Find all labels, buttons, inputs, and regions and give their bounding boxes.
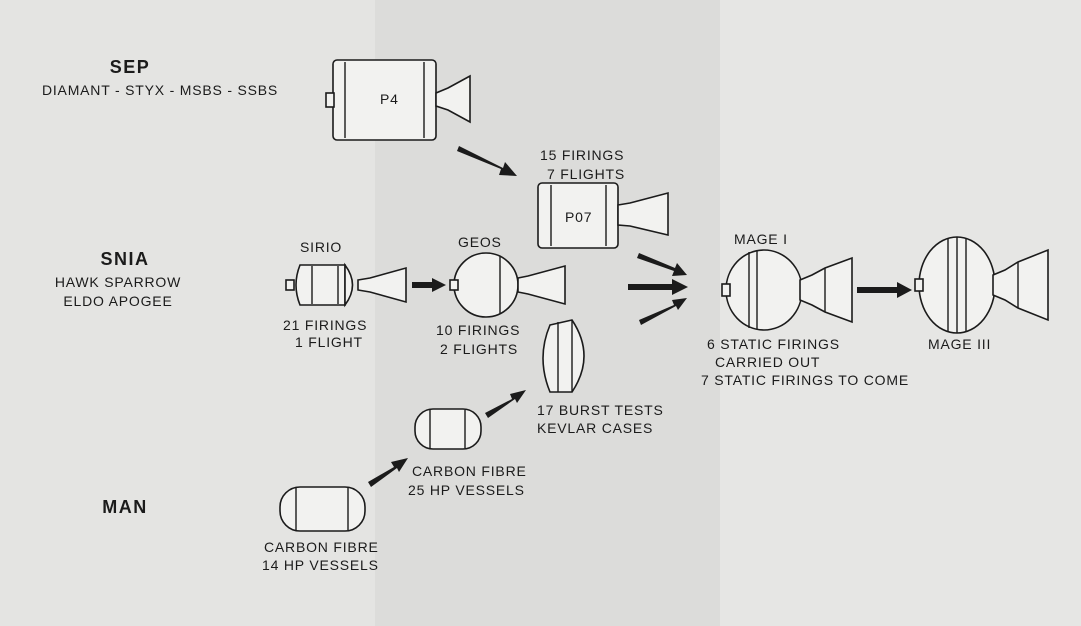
arrow-cf14-to-cf25 [368, 458, 408, 487]
group-sep-subtitle: DIAMANT - STYX - MSBS - SSBS [42, 82, 278, 98]
arrow-mage1-to-mage3 [857, 282, 912, 298]
kevlar-case: 17 BURST TESTS KEVLAR CASES [537, 319, 664, 436]
engine-mage1-note-2: CARRIED OUT [715, 354, 820, 370]
flow-arrows [368, 146, 912, 487]
arrow-kevlar-to-mage1 [639, 298, 687, 325]
arrow-cf25-to-kevlar [485, 390, 526, 418]
group-snia-line-1: HAWK SPARROW [55, 274, 181, 290]
cf14-note-1: CARBON FIBRE [264, 539, 379, 555]
cf14-note-2: 14 HP VESSELS [262, 557, 379, 573]
arrow-sirio-to-geos [412, 278, 446, 292]
engine-p07-note-1: 15 FIRINGS [540, 147, 624, 163]
group-snia-line-2: ELDO APOGEE [63, 293, 172, 309]
engine-mage1-label: MAGE I [734, 231, 788, 247]
engine-mage-3: MAGE III [914, 236, 1049, 352]
engine-p07-label: P07 [565, 209, 592, 225]
engine-p4-label: P4 [380, 91, 399, 107]
carbon-fibre-14hp: CARBON FIBRE 14 HP VESSELS [262, 486, 379, 573]
engine-p07: 15 FIRINGS 7 FLIGHTS P07 [537, 147, 669, 249]
arrow-p4-to-p07 [457, 146, 517, 176]
engine-sirio: SIRIO 21 FIRINGS 1 FLIGHT [283, 239, 407, 350]
cf25-note-2: 25 HP VESSELS [408, 482, 525, 498]
group-man-title: MAN [102, 497, 148, 517]
arrow-geos-to-mage1 [628, 279, 688, 295]
carbon-fibre-25hp: CARBON FIBRE 25 HP VESSELS [408, 408, 527, 498]
group-sep-title: SEP [110, 57, 151, 77]
engine-geos-note-2: 2 FLIGHTS [440, 341, 518, 357]
engine-mage3-label: MAGE III [928, 336, 991, 352]
arrow-p07-to-mage1 [637, 253, 687, 276]
engine-p4: P4 [325, 59, 471, 141]
engine-p07-note-2: 7 FLIGHTS [547, 166, 625, 182]
engine-geos-label: GEOS [458, 234, 502, 250]
kevlar-note-2: KEVLAR CASES [537, 420, 653, 436]
engine-sirio-label: SIRIO [300, 239, 342, 255]
cf25-note-1: CARBON FIBRE [412, 463, 527, 479]
engine-geos-note-1: 10 FIRINGS [436, 322, 520, 338]
engine-sirio-note-1: 21 FIRINGS [283, 317, 367, 333]
engine-mage-1: MAGE I 6 STATIC FIRINGS CARRIED OUT 7 ST… [701, 231, 909, 388]
engine-sirio-note-2: 1 FLIGHT [295, 334, 363, 350]
engine-geos: GEOS 10 FIRINGS 2 FLIGHTS [436, 234, 566, 357]
kevlar-note-1: 17 BURST TESTS [537, 402, 664, 418]
group-snia-title: SNIA [100, 249, 149, 269]
engine-mage1-note-3: 7 STATIC FIRINGS TO COME [701, 372, 909, 388]
engine-mage1-note-1: 6 STATIC FIRINGS [707, 336, 840, 352]
